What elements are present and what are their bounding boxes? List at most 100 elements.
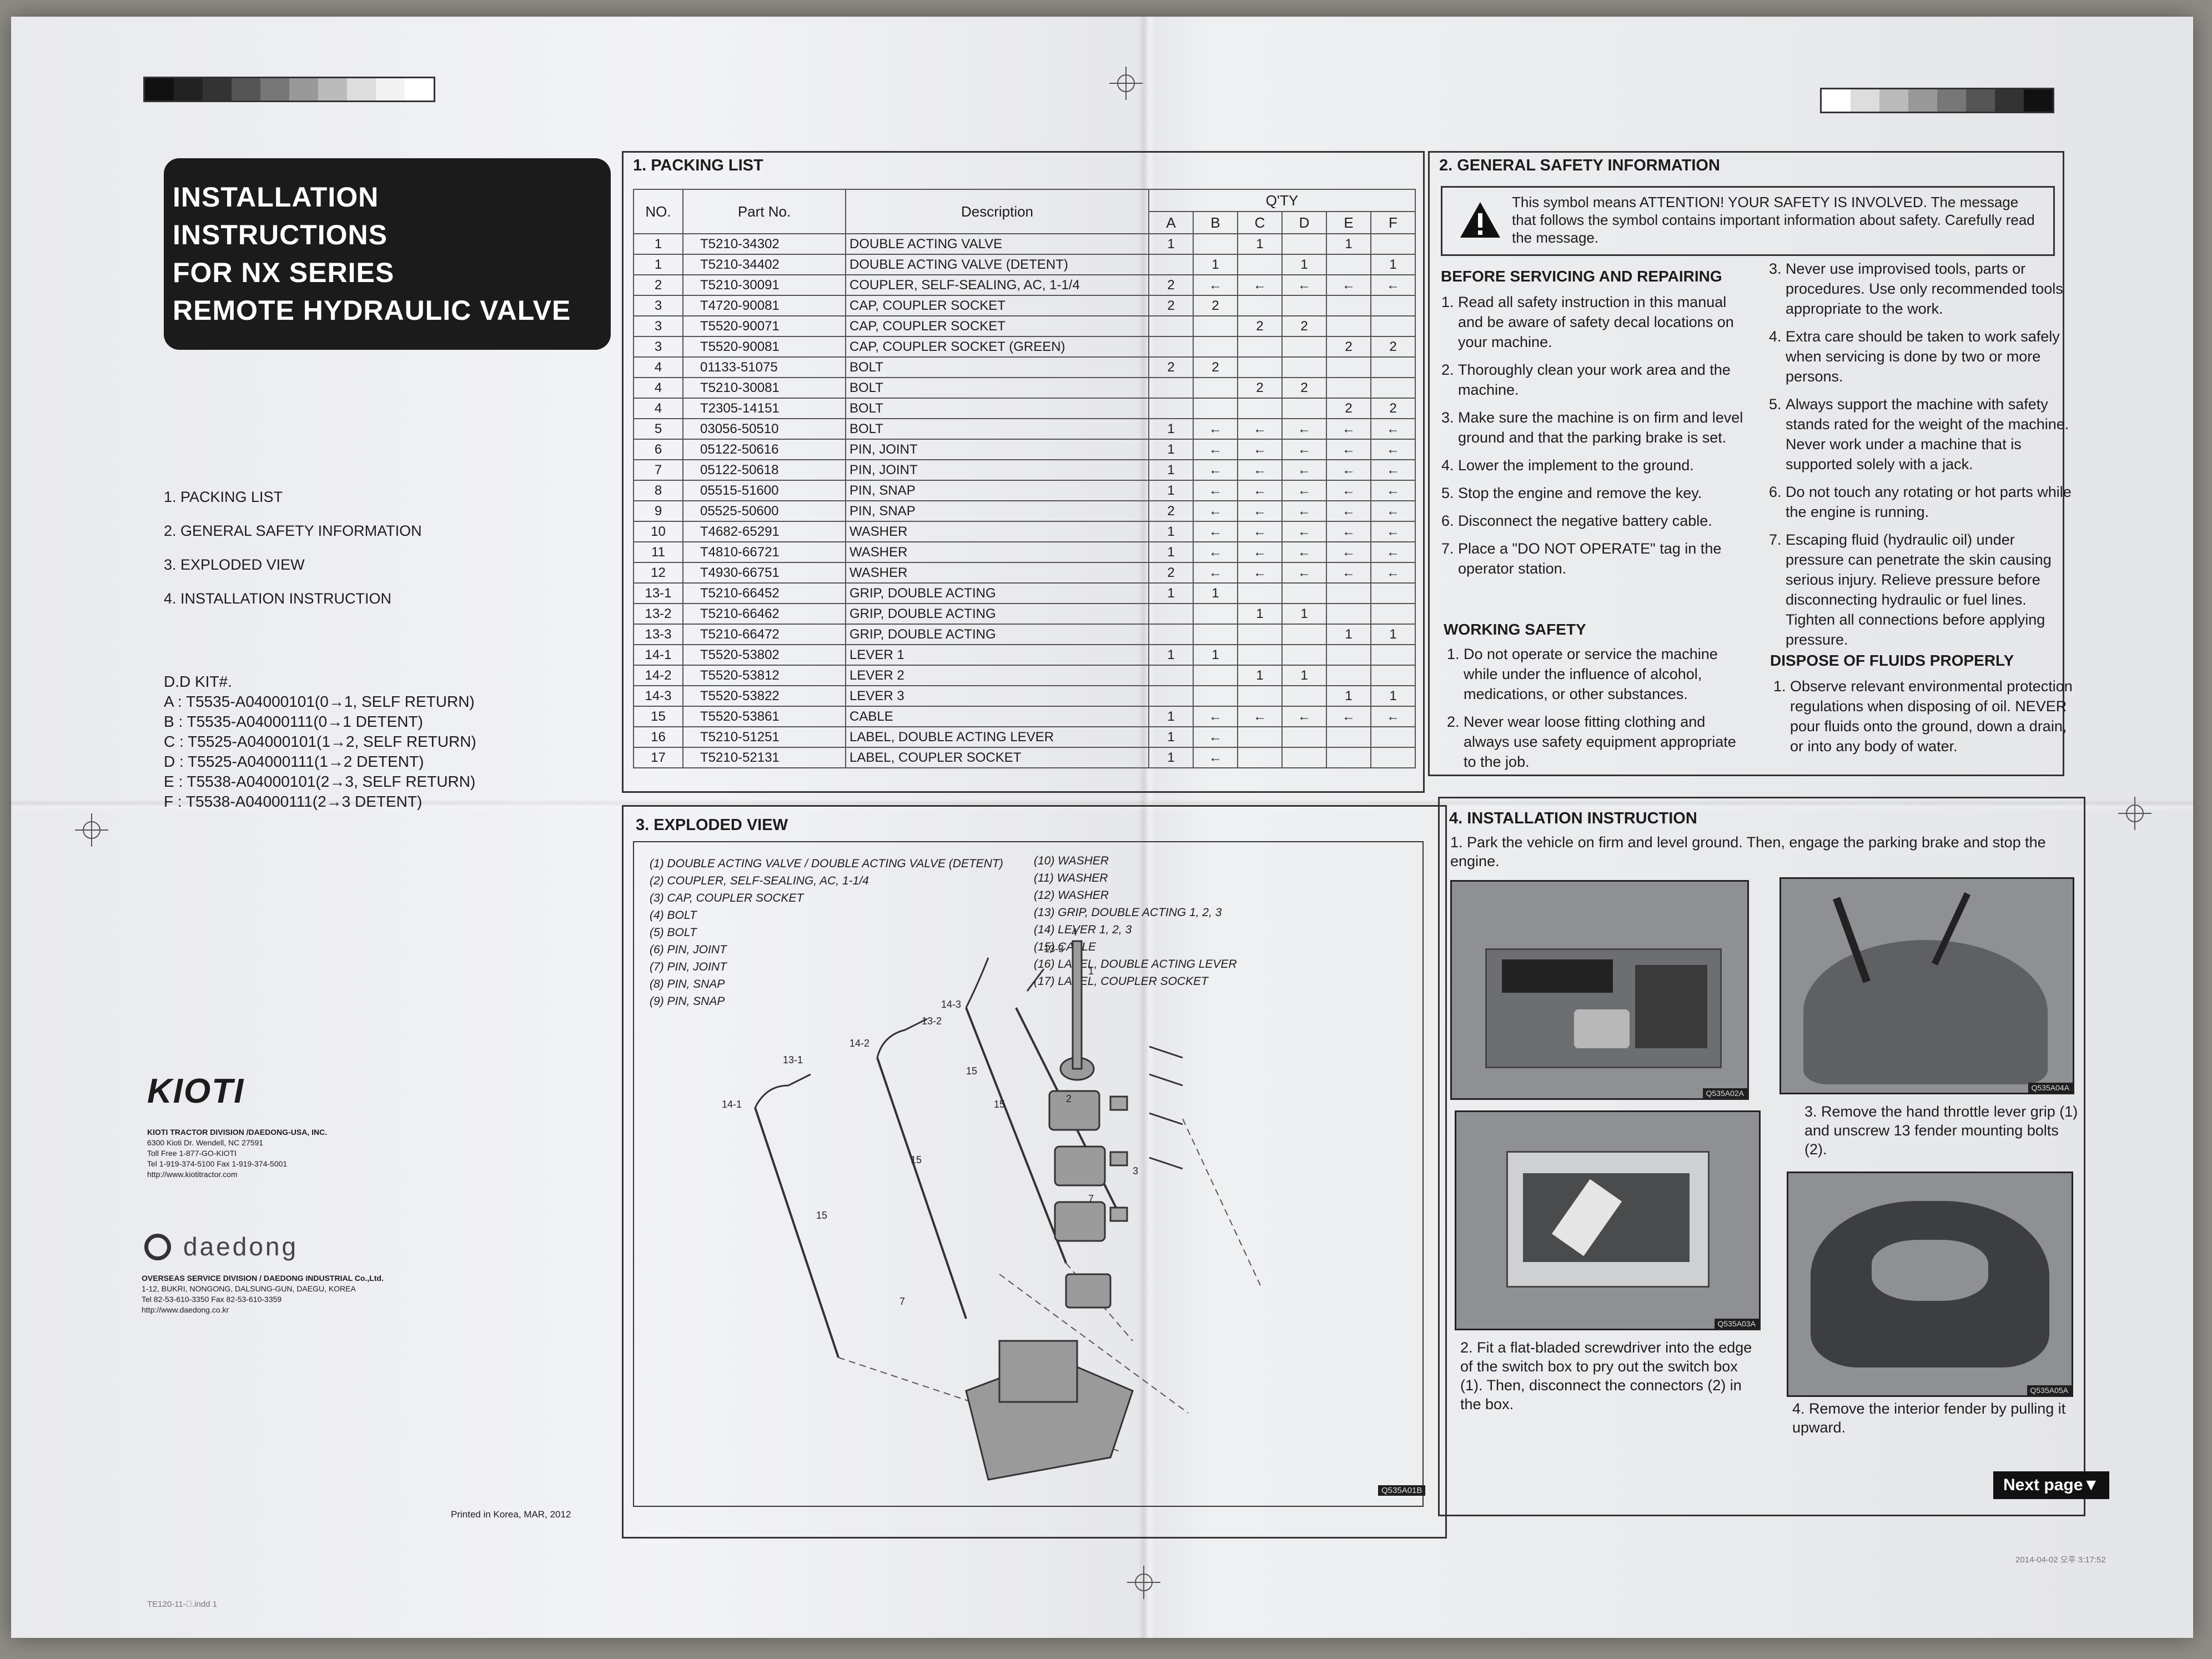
kit-item: C : T5525-A04000101(1→2, SELF RETURN) xyxy=(164,733,476,750)
cell-desc: BOLT xyxy=(845,356,1149,378)
cell-desc: LEVER 3 xyxy=(845,685,1149,707)
cell-no: 9 xyxy=(633,500,683,522)
cell-qty: 2 xyxy=(1148,562,1194,584)
cell-desc: LABEL, COUPLER SOCKET xyxy=(845,747,1149,768)
list-item: Observe relevant environmental protectio… xyxy=(1790,676,2073,756)
cell-qty xyxy=(1237,336,1283,358)
cell-no: 15 xyxy=(633,706,683,727)
file-footer: TE120-11- .indd 1 xyxy=(147,1600,218,1609)
exploded-legend-left: (1) DOUBLE ACTING VALVE / DOUBLE ACTING … xyxy=(650,857,1003,1008)
kit-heading: D.D KIT#. xyxy=(164,673,232,690)
installation-title: 4. INSTALLATION INSTRUCTION xyxy=(1449,810,1697,827)
cell-no: 1 xyxy=(633,233,683,255)
cell-no: 4 xyxy=(633,377,683,399)
cell-qty: ← xyxy=(1193,706,1238,727)
cell-qty xyxy=(1237,644,1283,666)
cell-desc: DOUBLE ACTING VALVE xyxy=(845,233,1149,255)
toc-item: 1. PACKING LIST xyxy=(164,489,283,505)
cell-qty xyxy=(1148,377,1194,399)
cell-qty: 1 xyxy=(1193,254,1238,275)
cell-qty xyxy=(1326,582,1371,604)
dispose-fluids-list: Observe relevant environmental protectio… xyxy=(1770,676,2073,764)
cell-qty: ← xyxy=(1370,706,1416,727)
cell-desc: PIN, SNAP xyxy=(845,480,1149,501)
svg-text:15: 15 xyxy=(966,1065,977,1077)
cell-qty xyxy=(1281,726,1327,748)
cell-qty xyxy=(1148,685,1194,707)
cell-qty: 1 xyxy=(1148,233,1194,255)
cell-part: 01133-51075 xyxy=(682,356,846,378)
cell-qty xyxy=(1193,233,1238,255)
cell-qty xyxy=(1148,254,1194,275)
svg-text:15: 15 xyxy=(994,1099,1005,1110)
cell-qty xyxy=(1370,356,1416,378)
cell-qty xyxy=(1237,685,1283,707)
attention-text: This symbol means ATTENTION! YOUR SAFETY… xyxy=(1512,194,2035,246)
printed-note: Printed in Korea, MAR, 2012 xyxy=(451,1509,571,1520)
list-item: Extra care should be taken to work safel… xyxy=(1786,326,2074,386)
cell-part: T4720-90081 xyxy=(682,295,846,316)
cell-qty: ← xyxy=(1237,541,1283,563)
cell-no: 5 xyxy=(633,418,683,440)
cell-qty xyxy=(1281,356,1327,378)
kit-item: D : T5525-A04000111(1→2 DETENT) xyxy=(164,753,424,770)
cell-qty: ← xyxy=(1193,726,1238,748)
cell-qty xyxy=(1370,295,1416,316)
cell-qty xyxy=(1281,747,1327,768)
cell-desc: WASHER xyxy=(845,541,1149,563)
cell-part: T4682-65291 xyxy=(682,521,846,542)
cell-desc: PIN, SNAP xyxy=(845,500,1149,522)
cell-qty xyxy=(1237,726,1283,748)
cell-qty xyxy=(1148,315,1194,337)
cell-no: 13-2 xyxy=(633,603,683,625)
cell-qty: ← xyxy=(1326,274,1371,296)
cell-qty xyxy=(1281,295,1327,316)
cell-qty xyxy=(1148,624,1194,645)
cell-qty: ← xyxy=(1370,541,1416,563)
svg-text:4: 4 xyxy=(1072,927,1077,938)
cell-no: 12 xyxy=(633,562,683,584)
cell-part: 05122-50616 xyxy=(682,439,846,460)
svg-text:15: 15 xyxy=(816,1210,827,1221)
cell-qty xyxy=(1370,603,1416,625)
cell-desc: GRIP, DOUBLE ACTING xyxy=(845,582,1149,604)
cell-qty: ← xyxy=(1193,418,1238,440)
cell-qty: ← xyxy=(1281,274,1327,296)
working-safety-heading: WORKING SAFETY xyxy=(1444,621,1586,638)
cell-part: T5520-53822 xyxy=(682,685,846,707)
cell-qty xyxy=(1237,295,1283,316)
cell-qty: 2 xyxy=(1370,398,1416,419)
list-item: Do not touch any rotating or hot parts w… xyxy=(1786,482,2074,522)
cell-desc: LABEL, DOUBLE ACTING LEVER xyxy=(845,726,1149,748)
cell-no: 4 xyxy=(633,398,683,419)
cell-part: T4810-66721 xyxy=(682,541,846,563)
daedong-logo-mark xyxy=(144,1234,171,1260)
list-item: Stop the engine and remove the key. xyxy=(1458,483,1746,503)
kit-item: F : T5538-A04000111(2→3 DETENT) xyxy=(164,793,423,810)
cell-qty: ← xyxy=(1237,521,1283,542)
cell-qty: 1 xyxy=(1281,603,1327,625)
cell-no: 1 xyxy=(633,254,683,275)
cell-qty xyxy=(1281,644,1327,666)
cell-qty: 1 xyxy=(1237,603,1283,625)
cell-part: 05515-51600 xyxy=(682,480,846,501)
cell-qty: ← xyxy=(1281,521,1327,542)
cell-qty: 2 xyxy=(1281,315,1327,337)
svg-text:15: 15 xyxy=(911,1154,922,1165)
cell-qty: 1 xyxy=(1370,685,1416,707)
cell-qty xyxy=(1370,377,1416,399)
cell-qty: 1 xyxy=(1148,541,1194,563)
list-item: Make sure the machine is on firm and lev… xyxy=(1458,408,1746,448)
col-header-a: A xyxy=(1148,211,1194,234)
cell-qty: ← xyxy=(1370,480,1416,501)
cell-desc: WASHER xyxy=(845,562,1149,584)
